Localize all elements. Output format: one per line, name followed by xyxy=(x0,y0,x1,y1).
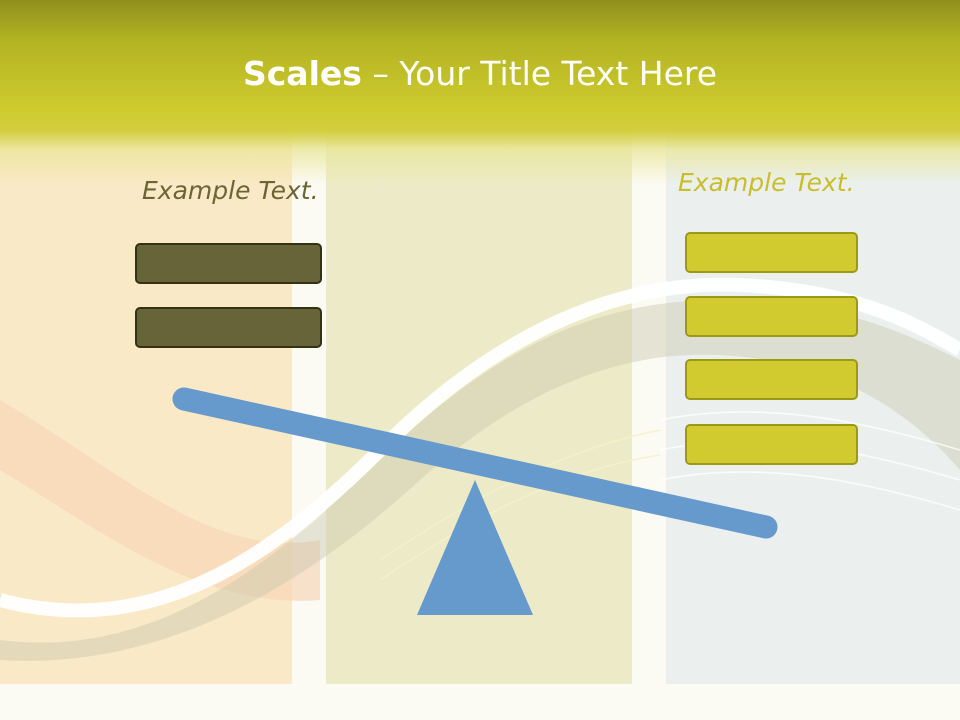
slide-title[interactable]: Scales – Your Title Text Here xyxy=(0,52,960,96)
left-example-text[interactable]: Example Text. xyxy=(142,176,319,205)
title-rest: – Your Title Text Here xyxy=(361,54,718,93)
right-example-text[interactable]: Example Text. xyxy=(678,168,855,197)
wave-line-1 xyxy=(659,411,960,451)
balance-beam xyxy=(172,387,778,539)
wave-peach xyxy=(0,400,320,601)
left-weight-block[interactable] xyxy=(135,243,322,284)
wave-grey-band xyxy=(0,300,960,661)
fulcrum-triangle xyxy=(417,480,533,615)
wave-line-3 xyxy=(659,471,960,511)
title-bar xyxy=(0,0,960,185)
right-weight-block[interactable] xyxy=(685,232,858,273)
title-strong: Scales xyxy=(242,54,362,93)
right-weight-block[interactable] xyxy=(685,359,858,400)
right-panel xyxy=(666,128,960,684)
left-weight-block[interactable] xyxy=(135,307,322,348)
right-weight-block[interactable] xyxy=(685,296,858,337)
right-weight-block[interactable] xyxy=(685,424,858,465)
wave-line-5 xyxy=(379,454,661,581)
